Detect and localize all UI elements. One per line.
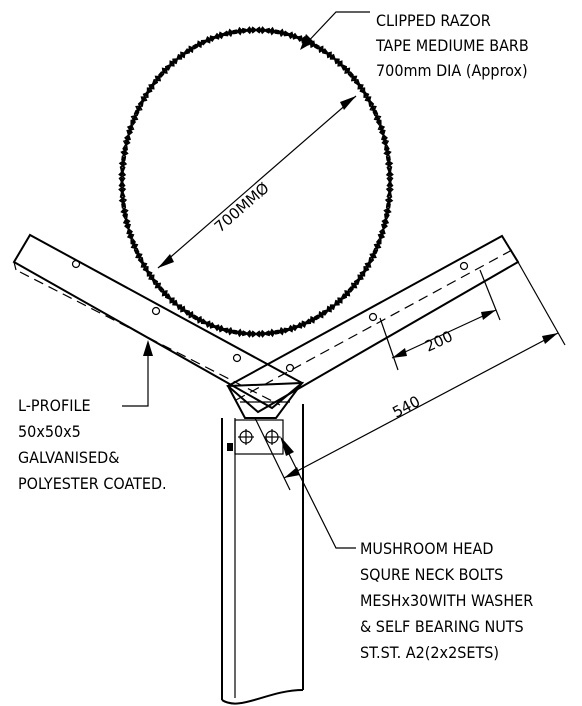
profile-label-line3: GALVANISED& [18,448,119,467]
razor-label-line3: 700mm DIA (Approx) [376,61,528,80]
arm-junction [226,381,305,419]
post [221,404,304,705]
bolt-label-line4: & SELF BEARING NUTS [360,617,524,636]
razor-label-line2: TAPE MEDIUME BARB [375,36,529,55]
arm-length-dimension: 540 [254,261,566,491]
hole-spacing-dimension: 200 [379,269,501,371]
right-arm [226,234,520,414]
razor-callout: CLIPPED RAZOR TAPE MEDIUME BARB 700mm DI… [300,11,529,80]
razor-wire-coil [118,26,394,338]
left-arm [12,233,304,410]
profile-label-line4: POLYESTER COATED. [18,474,167,493]
bolt-label-line5: ST.ST. A2(2x2SETS) [360,643,499,662]
bolt-label-line1: MUSHROOM HEAD [360,539,493,558]
profile-label-line1: L-PROFILE [18,396,91,415]
profile-label-line2: 50x50x5 [18,422,81,441]
razor-label-line1: CLIPPED RAZOR [376,11,491,30]
bolt-callout: MUSHROOM HEAD SQURE NECK BOLTS MESHx30WI… [280,436,533,662]
bolt-label-line2: SQURE NECK BOLTS [360,565,503,584]
profile-callout: L-PROFILE 50x50x5 GALVANISED& POLYESTER … [18,340,167,493]
bolt-label-line3: MESHx30WITH WASHER [360,591,533,610]
diameter-label: 700MMØ [211,179,273,236]
length-label: 540 [389,392,423,421]
diameter-dimension: 700MMØ [157,95,357,269]
